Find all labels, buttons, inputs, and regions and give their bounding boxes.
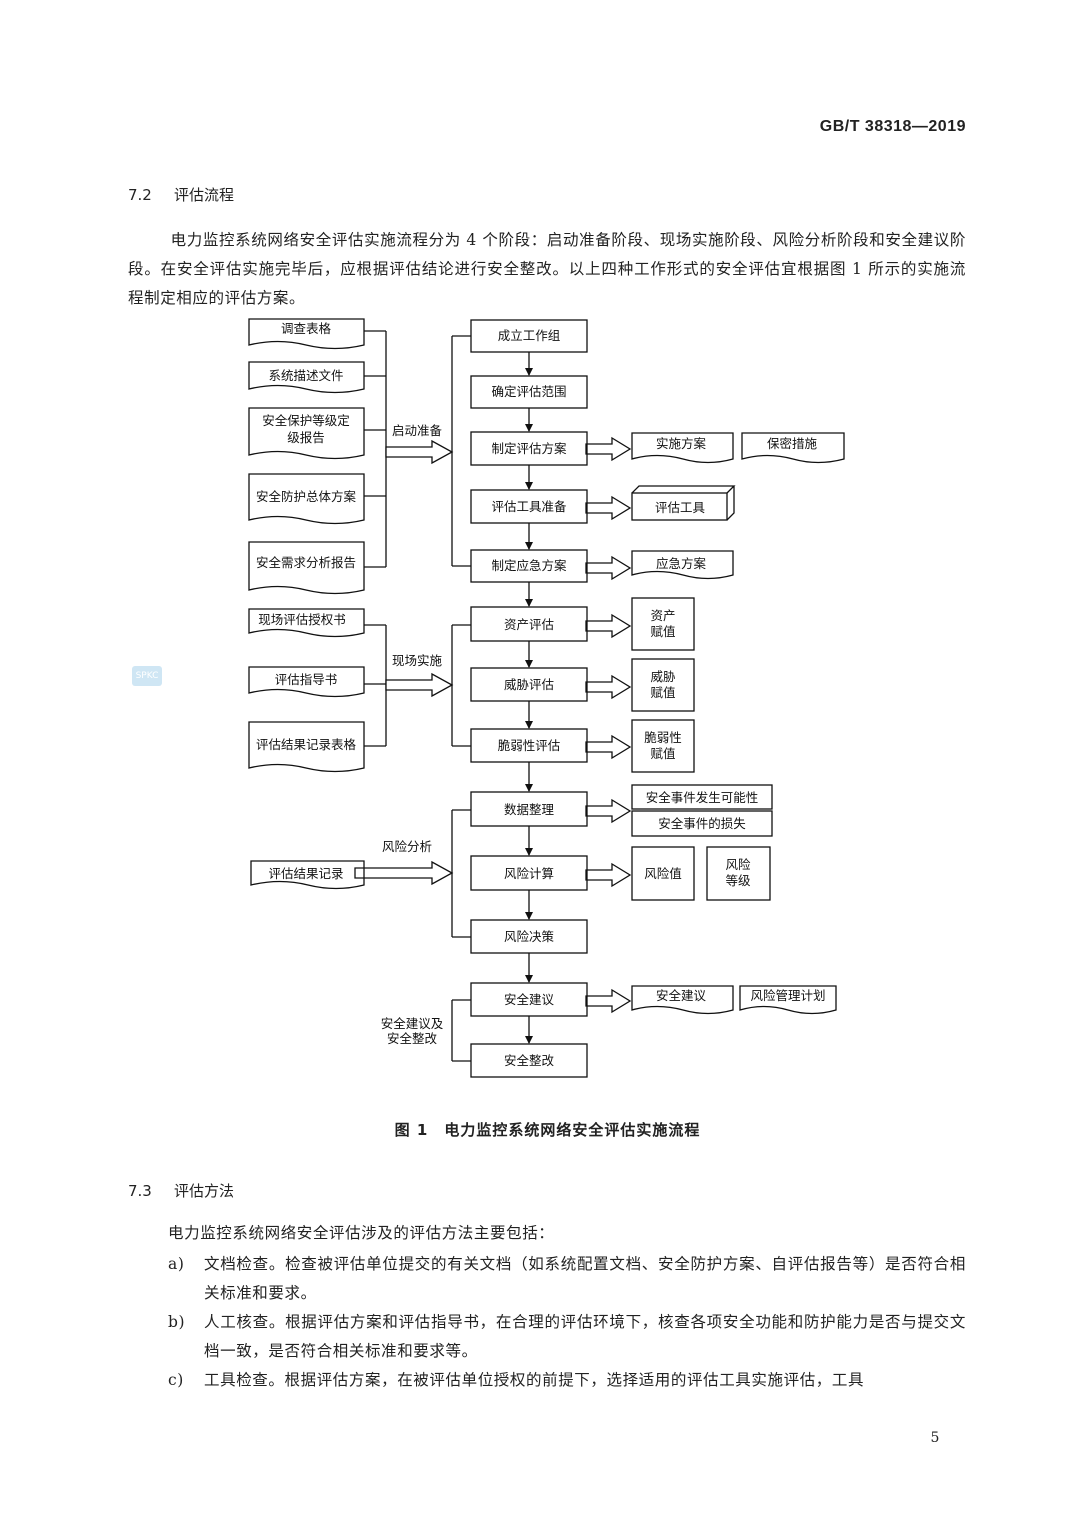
phase-onsite: 现场实施	[392, 653, 443, 668]
page-number: 5	[930, 1430, 940, 1446]
section-number: 7.2	[128, 186, 152, 204]
output-risk-management-plan: 风险管理计划	[750, 988, 825, 1003]
output-emergency-plan: 应急方案	[656, 556, 707, 571]
output-event-loss: 安全事件的损失	[658, 816, 746, 831]
output-implementation-plan: 实施方案	[656, 436, 707, 451]
doc-survey-form: 调查表格	[281, 321, 332, 336]
step-asset-assessment: 资产评估	[504, 617, 554, 632]
list-item-text: 文档检查。检查被评估单位提交的有关文档（如系统配置文档、安全防护方案、自评估报告…	[204, 1255, 966, 1302]
doc-result-form: 评估结果记录表格	[256, 737, 357, 752]
section-title: 评估流程	[174, 186, 235, 204]
output-risk-level-line2: 等级	[725, 873, 751, 888]
output-vuln-value-line2: 赋值	[650, 746, 675, 761]
doc-protection-plan: 安全防护总体方案	[256, 489, 357, 504]
doc-system-description: 系统描述文件	[268, 368, 343, 383]
list-marker: c)	[168, 1371, 184, 1389]
step-data-collation: 数据整理	[504, 802, 555, 817]
doc-result-record: 评估结果记录	[268, 866, 343, 881]
list-item: b) 人工核查。根据评估方案和评估指导书，在合理的评估环境下，核查各项安全功能和…	[168, 1308, 966, 1366]
phase-advice-line2: 安全整改	[387, 1031, 438, 1046]
output-risk-value: 风险值	[644, 866, 682, 881]
standard-number: GB/T 38318—2019	[819, 118, 966, 135]
watermark-logo: SPKC	[132, 666, 162, 686]
step-vulnerability-assessment: 脆弱性评估	[498, 738, 561, 753]
list-item-text: 工具检查。根据评估方案，在被评估单位授权的前提下，选择适用的评估工具实施评估，工…	[204, 1371, 865, 1389]
phase-advice-line1: 安全建议及	[381, 1016, 444, 1031]
section-7-2-heading: 7.2 评估流程	[128, 184, 234, 205]
doc-requirements-report: 安全需求分析报告	[256, 555, 356, 570]
doc-protection-level-report-line2: 级报告	[287, 430, 325, 445]
step-form-team: 成立工作组	[498, 328, 561, 343]
list-marker: a)	[168, 1255, 185, 1273]
output-security-advice: 安全建议	[656, 988, 707, 1003]
section-number: 7.3	[128, 1182, 152, 1200]
step-prepare-tools: 评估工具准备	[491, 499, 567, 514]
step-security-advice: 安全建议	[504, 992, 555, 1007]
output-threat-value-line1: 威胁	[650, 669, 675, 684]
doc-authorization: 现场评估授权书	[258, 612, 346, 627]
output-asset-value-line1: 资产	[650, 608, 675, 623]
step-emergency-plan: 制定应急方案	[491, 558, 567, 573]
step-risk-calculation: 风险计算	[504, 866, 554, 881]
output-tools: 评估工具	[655, 500, 706, 515]
step-define-scope: 确定评估范围	[491, 384, 566, 399]
doc-guide: 评估指导书	[275, 672, 338, 687]
section-7-2-paragraph: 电力监控系统网络安全评估实施流程分为 4 个阶段：启动准备阶段、现场实施阶段、风…	[128, 231, 966, 307]
step-risk-decision: 风险决策	[504, 929, 555, 944]
list-item-text: 人工核查。根据评估方案和评估指导书，在合理的评估环境下，核查各项安全功能和防护能…	[204, 1313, 966, 1360]
output-event-likelihood: 安全事件发生可能性	[646, 790, 759, 805]
phase-risk-analysis: 风险分析	[382, 839, 432, 854]
list-item: a) 文档检查。检查被评估单位提交的有关文档（如系统配置文档、安全防护方案、自评…	[168, 1250, 966, 1308]
output-confidentiality: 保密措施	[767, 436, 818, 451]
list-item: c) 工具检查。根据评估方案，在被评估单位授权的前提下，选择适用的评估工具实施评…	[168, 1366, 966, 1395]
output-risk-level-line1: 风险	[725, 857, 751, 872]
step-threat-assessment: 威胁评估	[504, 677, 554, 692]
output-threat-value-line2: 赋值	[650, 685, 675, 700]
doc-protection-level-report-line1: 安全保护等级定	[262, 413, 350, 428]
section-title: 评估方法	[174, 1182, 235, 1200]
list-marker: b)	[168, 1313, 186, 1331]
phase-startup: 启动准备	[392, 423, 443, 438]
methods-lead: 电力监控系统网络安全评估涉及的评估方法主要包括：	[168, 1224, 555, 1242]
figure-caption: 图 1 电力监控系统网络安全评估实施流程	[394, 1121, 701, 1139]
output-asset-value-line2: 赋值	[650, 624, 675, 639]
output-vuln-value-line1: 脆弱性	[644, 730, 682, 745]
section-7-3-heading: 7.3 评估方法	[128, 1180, 234, 1201]
step-rectification: 安全整改	[504, 1053, 555, 1068]
step-make-plan: 制定评估方案	[491, 441, 567, 456]
